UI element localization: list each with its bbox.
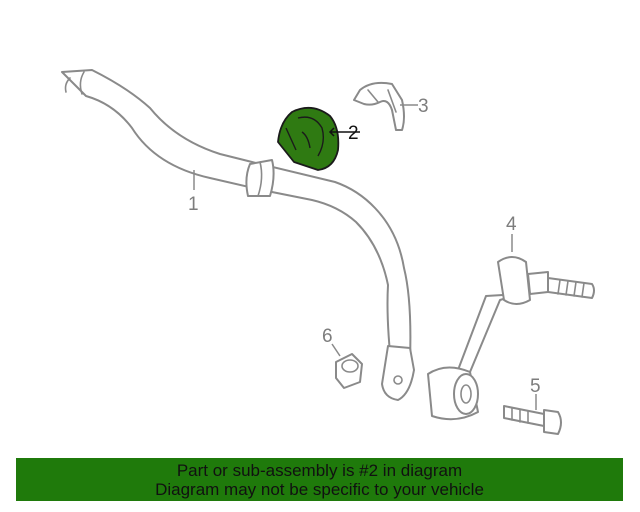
bolt	[503, 405, 562, 435]
banner-line-2: Diagram may not be specific to your vehi…	[155, 480, 484, 499]
callout-2: 2	[348, 123, 359, 144]
callout-4: 4	[506, 214, 517, 235]
leader-2	[328, 127, 360, 137]
bushing-bracket	[353, 81, 405, 131]
banner-line-1: Part or sub-assembly is #2 in diagram	[176, 461, 463, 480]
info-banner: Part or sub-assembly is #2 in diagram Di…	[16, 458, 623, 501]
leader-6	[331, 343, 341, 357]
bar-collar	[245, 159, 275, 197]
stabilizer-bar	[61, 69, 412, 373]
nut	[335, 353, 363, 389]
callout-3: 3	[418, 96, 429, 117]
callout-6: 6	[322, 326, 333, 347]
stabilizer-bushing-highlighted	[277, 106, 340, 171]
callout-5: 5	[530, 376, 541, 397]
stabilizer-link	[427, 256, 595, 421]
bar-end-eye	[381, 345, 415, 401]
callout-1: 1	[188, 194, 199, 215]
